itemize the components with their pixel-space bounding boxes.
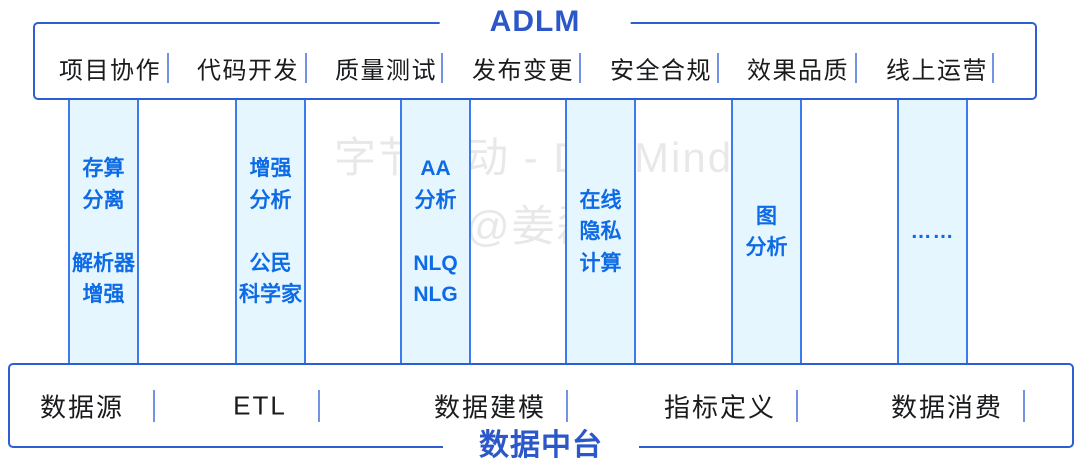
adlm-stage-code-development: 代码开发 <box>197 57 299 85</box>
capability-column-online-privacy-computing: 在线 隐私 计算 <box>565 99 636 365</box>
vertical-divider <box>717 52 719 83</box>
data-platform-title: 数据中台 <box>443 427 639 465</box>
capability-column-more-ellipsis: …… <box>897 99 968 365</box>
vertical-divider <box>305 52 307 83</box>
capability-column-storage-compute-separation: 存算 分离 解析器 增强 <box>68 99 139 365</box>
watermark-line1: 字节跳动 - DevMind <box>334 134 734 181</box>
capability-column-augmented-analytics: 增强 分析 公民 科学家 <box>235 99 306 365</box>
vertical-divider <box>579 52 581 83</box>
data-stage-data-source: 数据源 <box>39 392 125 422</box>
vertical-divider <box>992 52 994 83</box>
vertical-divider <box>796 389 798 422</box>
capability-column-graph-analysis: 图 分析 <box>731 99 802 365</box>
vertical-divider <box>318 389 320 422</box>
vertical-divider <box>167 52 169 83</box>
vertical-divider <box>441 52 443 83</box>
adlm-stage-security-compliance: 安全合规 <box>610 57 712 85</box>
adlm-layer-box: ADLM 项目协作 代码开发 质量测试 发布变更 安全合规 效果品质 线上运营 <box>33 3 1037 100</box>
capability-column-aa-analysis-nlq-nlg: AA 分析 NLQ NLG <box>400 99 471 365</box>
adlm-stage-release-change: 发布变更 <box>472 57 574 85</box>
vertical-divider <box>1023 389 1025 422</box>
vertical-divider <box>566 389 568 422</box>
data-stage-etl: ETL <box>233 390 287 420</box>
data-stage-metric-definition: 指标定义 <box>663 392 777 422</box>
vertical-divider <box>855 52 857 83</box>
data-platform-layer-box: 数据源 ETL 数据建模 指标定义 数据消费 数据中台 <box>8 363 1074 465</box>
adlm-stage-quality-testing: 质量测试 <box>335 57 437 85</box>
adlm-stage-effect-quality: 效果品质 <box>747 57 849 85</box>
data-stage-data-modeling: 数据建模 <box>433 392 547 422</box>
vertical-divider <box>153 389 155 422</box>
data-stage-data-consumption: 数据消费 <box>890 392 1004 422</box>
adlm-stage-online-operation: 线上运营 <box>886 57 988 85</box>
adlm-title: ADLM <box>439 3 631 41</box>
adlm-stage-project-collaboration: 项目协作 <box>59 57 161 85</box>
